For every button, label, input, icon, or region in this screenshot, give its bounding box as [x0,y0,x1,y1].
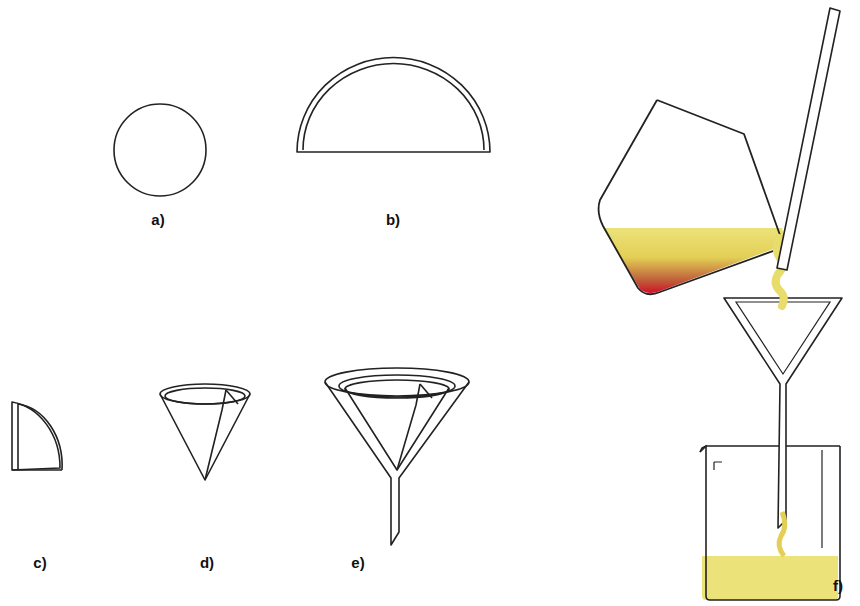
step-label: a) [151,212,164,227]
step-label: b) [386,212,400,227]
filter-paper-half [297,58,490,152]
funnel-with-paper [325,368,469,545]
filtration-setup [599,8,842,600]
step-label: f) [833,578,843,593]
step-label: d) [200,555,214,570]
step-label: e) [351,555,364,570]
filter-paper-cone [160,384,250,480]
step-label: c) [33,555,46,570]
filter-paper-quarter [12,402,62,470]
filter-paper-circle [114,104,206,196]
